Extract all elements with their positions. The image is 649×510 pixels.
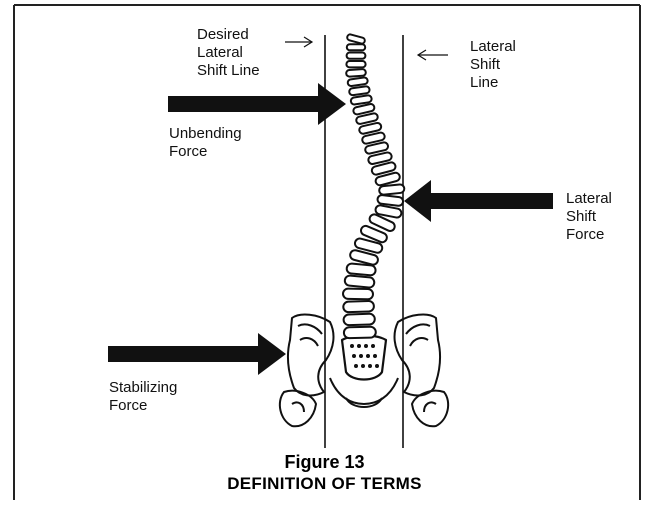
unbending-label-line-1: Unbending (169, 125, 242, 143)
spine-vertebrae (343, 34, 405, 339)
sacral-dot (354, 364, 358, 368)
vertebra (347, 53, 366, 59)
desired-lateral-shift-line-label: Desired Lateral Shift Line (197, 26, 260, 80)
sacral-dot (373, 354, 377, 358)
sacral-dot (350, 344, 354, 348)
sacral-dot (357, 344, 361, 348)
unbending-label-line-2: Force (169, 143, 242, 161)
lateral-line-pointer-arrow (418, 50, 448, 60)
vertebra (346, 69, 366, 77)
lateral-line-label-line-3: Line (470, 74, 516, 92)
unbending-force-label: Unbending Force (169, 125, 242, 161)
lateral-shift-force-arrow (404, 180, 553, 222)
vertebra (343, 314, 375, 326)
lateral-line-label-line-2: Shift (470, 56, 516, 74)
figure-title: DEFINITION OF TERMS (0, 474, 649, 494)
stabilizing-force-label: Stabilizing Force (109, 379, 177, 415)
shift-force-label-line-3: Force (566, 226, 612, 244)
vertebra (343, 301, 374, 313)
desired-label-line-3: Shift Line (197, 62, 260, 80)
desired-label-line-2: Lateral (197, 44, 260, 62)
vertebra (343, 289, 373, 300)
desired-label-line-1: Desired (197, 26, 260, 44)
shift-force-label-line-2: Shift (566, 208, 612, 226)
stabilizing-label-line-1: Stabilizing (109, 379, 177, 397)
lateral-shift-line-label: Lateral Shift Line (470, 38, 516, 92)
sacral-dot (371, 344, 375, 348)
lateral-shift-force-label: Lateral Shift Force (566, 190, 612, 244)
stabilizing-force-arrow (108, 333, 286, 375)
lateral-line-label-line-1: Lateral (470, 38, 516, 56)
sacral-dot (364, 344, 368, 348)
vertebra (346, 61, 365, 67)
vertebra (344, 275, 374, 288)
sacral-dot (375, 364, 379, 368)
vertebra (379, 184, 405, 195)
vertebra (347, 34, 366, 45)
vertebra (349, 86, 370, 96)
sacral-dot (366, 354, 370, 358)
vertebra (344, 327, 376, 339)
vertebra (347, 44, 365, 50)
figure-number: Figure 13 (0, 452, 649, 473)
vertebra (347, 77, 368, 86)
sacral-dot (361, 364, 365, 368)
sacral-dot (359, 354, 363, 358)
desired-line-pointer-arrow (285, 37, 312, 47)
sacral-foramina-dots (350, 344, 379, 368)
unbending-force-arrow (168, 83, 346, 125)
shift-force-label-line-1: Lateral (566, 190, 612, 208)
sacral-dot (368, 364, 372, 368)
vertebra (346, 263, 376, 276)
sacral-dot (352, 354, 356, 358)
stabilizing-label-line-2: Force (109, 397, 177, 415)
